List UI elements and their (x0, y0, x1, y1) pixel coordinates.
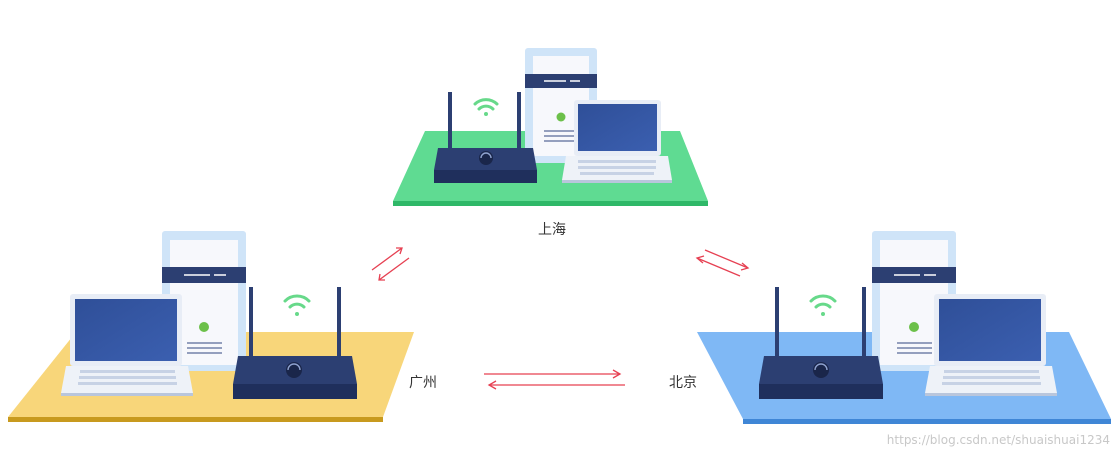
label-shanghai: 上海 (538, 222, 566, 238)
wifi-icon (473, 98, 499, 116)
laptop-icon (925, 294, 1057, 396)
laptop-icon (562, 100, 672, 183)
router-icon (434, 92, 537, 183)
node-guangzhou: 广州 (8, 231, 437, 422)
arrow-guangzhou-shanghai (371, 247, 410, 281)
laptop-icon (61, 294, 193, 396)
node-beijing: 北京 (669, 231, 1111, 424)
label-guangzhou: 广州 (409, 375, 437, 391)
arrow-shanghai-beijing (695, 249, 750, 277)
node-shanghai: 上海 (393, 48, 708, 238)
router-icon (233, 287, 357, 399)
arrow-guangzhou-beijing (484, 369, 625, 390)
wifi-icon (283, 294, 311, 316)
router-icon (759, 287, 883, 399)
wifi-icon (809, 294, 837, 316)
watermark-text: https://blog.csdn.net/shuaishuai1234 (887, 433, 1110, 447)
label-beijing: 北京 (669, 375, 697, 391)
